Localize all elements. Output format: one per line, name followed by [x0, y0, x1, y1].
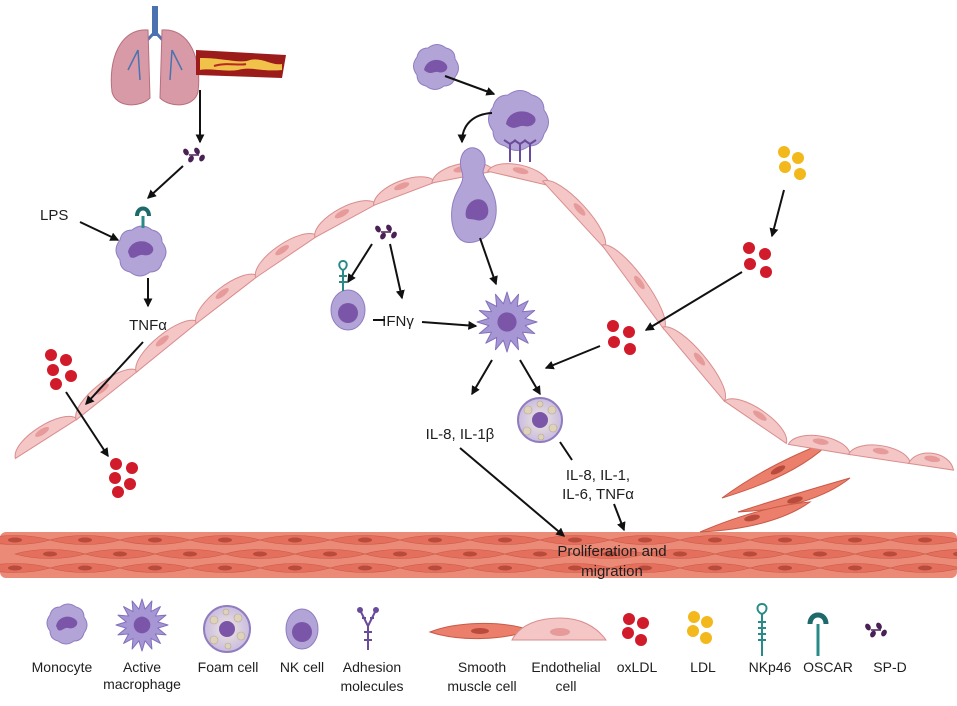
spd-molecule-centre [375, 224, 397, 240]
label-ifng: IFNγ [382, 313, 414, 330]
lungs-icon [110, 6, 200, 106]
smooth-muscle-layer [0, 532, 957, 578]
legend-nk-cell-icon [285, 608, 319, 650]
oxldl-cluster-left-top [45, 349, 77, 390]
legend-foam-cell-label: Foam cell [198, 659, 259, 675]
oxldl-cluster-right [743, 242, 772, 278]
monocyte-adhering [488, 90, 549, 162]
legend-nkp46-icon [756, 602, 768, 656]
legend-monocyte-icon [46, 603, 88, 645]
migrating-smooth-muscle-cells [699, 439, 851, 533]
legend-ldl-icon [687, 611, 713, 644]
spd-molecule-left [183, 147, 205, 163]
monocyte-left [115, 206, 167, 277]
endothelial-layer [14, 162, 955, 471]
legend-nk-cell-label: NK cell [280, 659, 324, 675]
label-il8-il1b: IL-8, IL-1β [426, 426, 495, 443]
monocyte-transmigrating [451, 147, 497, 243]
legend-smooth-muscle-cell-icon [428, 622, 532, 640]
legend-endothelial-cell-icon [511, 617, 607, 641]
legend-monocyte-label: Monocyte [32, 659, 93, 675]
legend-oscar-label: OSCAR [803, 659, 853, 675]
legend-oxldl-icon [622, 613, 649, 646]
oxldl-cluster-centre [607, 320, 636, 355]
artery-icon [196, 50, 286, 78]
legend-foam-cell-icon [203, 605, 251, 653]
legend-macrophage-icon [115, 598, 169, 652]
label-tnfa: TNFα [129, 317, 167, 334]
monocyte-circulating [413, 44, 459, 90]
legend-oscar-icon [807, 612, 829, 656]
label-lps: LPS [40, 207, 68, 224]
active-macrophage-centre [476, 291, 538, 353]
ldl-cluster-right [778, 146, 806, 180]
legend-spd-label: SP-D [873, 659, 906, 675]
legend-spd-icon [865, 622, 887, 638]
label-cytokines: IL-8, IL-1,IL-6, TNFα [562, 467, 634, 503]
legend-oxldl-label: oxLDL [617, 659, 658, 675]
oxldl-cluster-left-bottom [109, 458, 138, 498]
foam-cell-centre [517, 397, 563, 443]
nk-cell-centre [330, 259, 366, 331]
legend-nkp46-label: NKp46 [749, 659, 792, 675]
pathway-arrows [65, 75, 785, 537]
legend-ldl-label: LDL [690, 659, 716, 675]
legend-adhesion-molecule-icon [357, 607, 379, 650]
